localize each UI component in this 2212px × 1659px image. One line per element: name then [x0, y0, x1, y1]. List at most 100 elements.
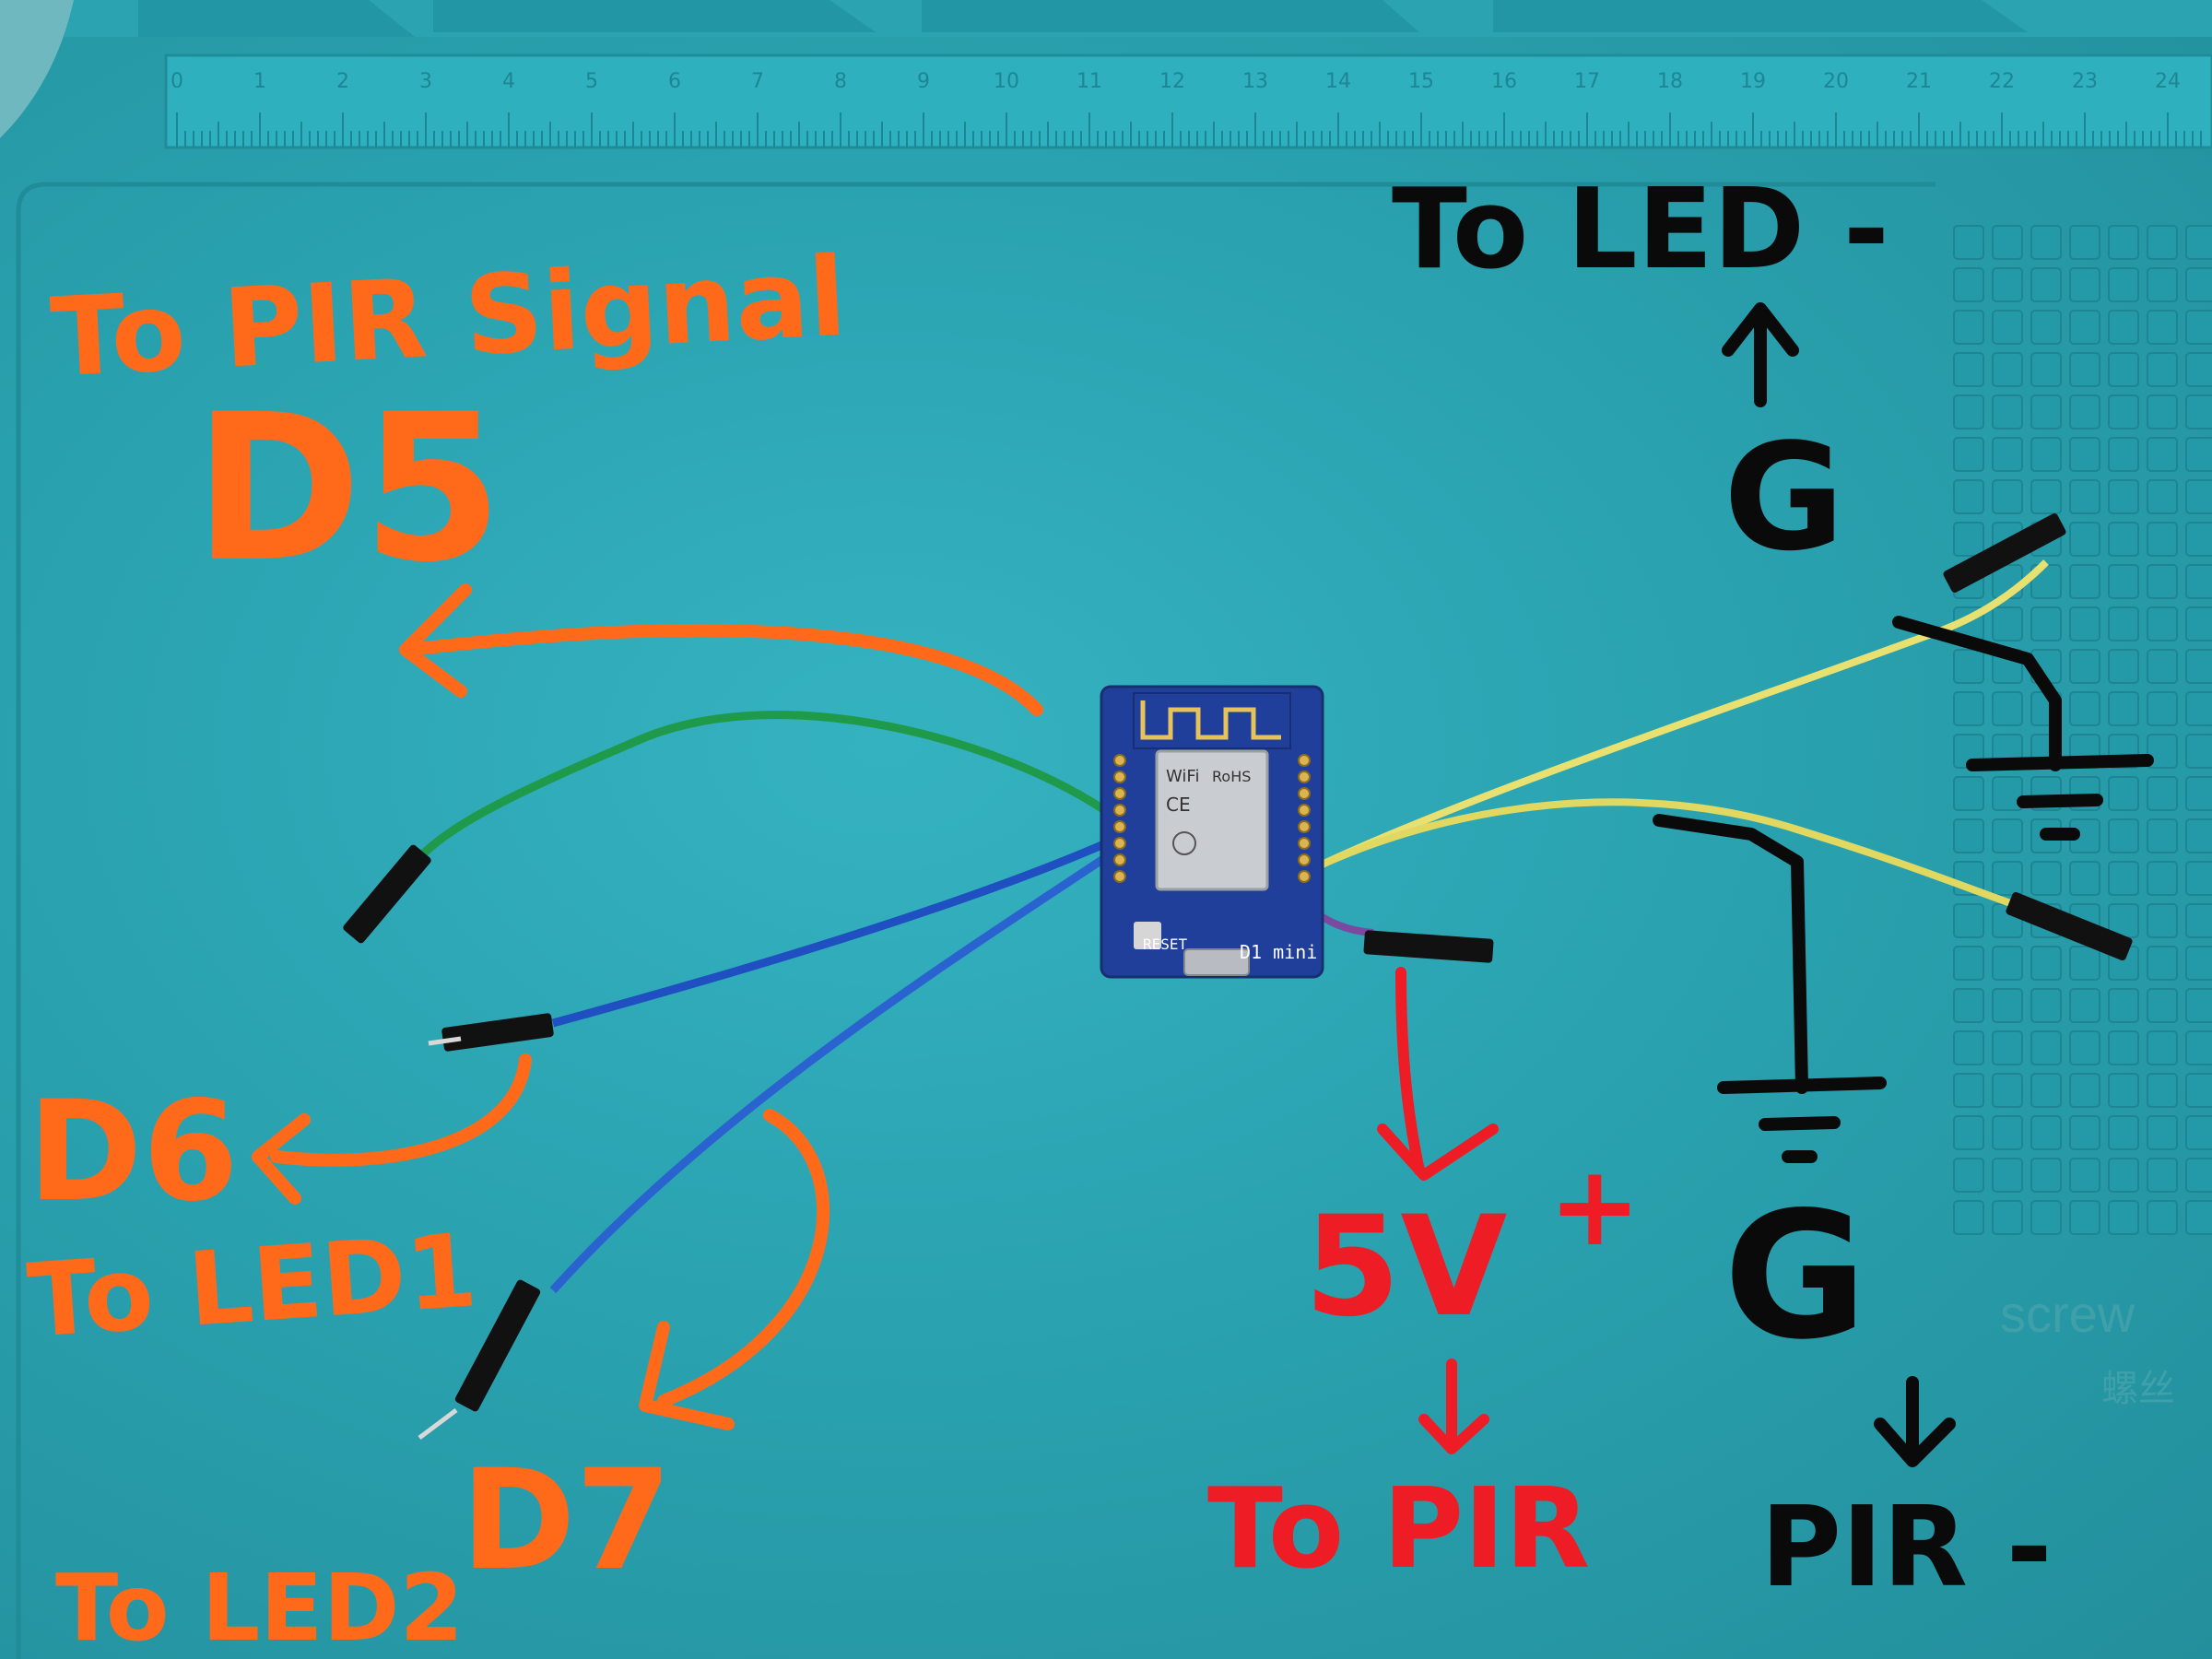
ruler-label: 24: [2155, 70, 2181, 93]
grid-cell: [2147, 1115, 2178, 1150]
grid-cell: [1992, 1030, 2023, 1065]
grid-cell: [2069, 861, 2100, 896]
grid-cell: [2185, 606, 2212, 641]
grid-cell: [1992, 946, 2023, 981]
module-wifi-label: WiFi: [1166, 767, 1199, 786]
grid-cell: [2185, 310, 2212, 345]
arrow-to-led-head: [1722, 302, 1799, 357]
reset-button: [1134, 922, 1161, 949]
ruler-label: 22: [1989, 70, 2015, 93]
grid-cell: [2147, 564, 2178, 599]
ruler-label: 23: [2072, 70, 2098, 93]
pin-left: [1113, 820, 1126, 833]
grid-cell: [2147, 1158, 2178, 1193]
screw-grid: [1953, 225, 2212, 1235]
grid-cell: [1953, 1115, 1984, 1150]
grid-cell: [2185, 564, 2212, 599]
ground-bar-4: [1717, 1077, 1887, 1094]
grid-cell: [1992, 1073, 2023, 1108]
grid-cell: [2185, 1030, 2212, 1065]
grid-cell: [2069, 1200, 2100, 1235]
grid-cell: [2069, 1030, 2100, 1065]
grid-cell: [2030, 861, 2062, 896]
grid-cell: [2185, 734, 2212, 769]
grid-cell: [2147, 352, 2178, 387]
grid-cell: [2108, 1073, 2139, 1108]
grid-cell: [2030, 225, 2062, 260]
pin-headers: [1113, 754, 1311, 883]
ruler-label: 7: [751, 70, 764, 93]
grid-cell: [2108, 1158, 2139, 1193]
grid-cell: [2030, 352, 2062, 387]
grid-cell: [2030, 437, 2062, 472]
board-name: D1 mini: [1240, 941, 1317, 963]
grid-cell: [2108, 1200, 2139, 1235]
ground-symbol-top: [1892, 616, 2062, 771]
grid-cell: [2147, 522, 2178, 557]
grid-cell: [2185, 522, 2212, 557]
yellow-wire-led: [1316, 559, 2049, 870]
pin-right: [1298, 837, 1311, 850]
label-pir-minus: PIR -: [1760, 1484, 2053, 1612]
ruler-label: 14: [1325, 70, 1351, 93]
pin-right: [1298, 820, 1311, 833]
connector-yellow-top: [1943, 513, 2066, 593]
ruler-label: 1: [253, 70, 266, 93]
blue-wire-d6: [551, 839, 1108, 1028]
arrow-5v: [1395, 967, 1425, 1176]
pin-left: [1113, 754, 1126, 767]
grid-cell: [2069, 606, 2100, 641]
grid-cell: [2108, 564, 2139, 599]
grid-cell: [1953, 267, 1984, 302]
grid-cell: [1992, 394, 2023, 429]
connector-yellow-bottom: [2006, 891, 2133, 961]
grid-cell: [2185, 225, 2212, 260]
arrow-d6: [270, 1053, 532, 1167]
grid-cell: [2108, 522, 2139, 557]
connector-green: [343, 844, 431, 944]
grid-cell: [2069, 946, 2100, 981]
arrow-d7: [657, 1109, 830, 1407]
grid-cell: [2147, 606, 2178, 641]
grid-cell: [1992, 861, 2023, 896]
grid-cell: [2185, 903, 2212, 938]
black-drawings: [1653, 302, 2154, 1467]
grid-cell: [2069, 1115, 2100, 1150]
grid-cell: [2108, 818, 2139, 853]
grid-cell: [2030, 267, 2062, 302]
grid-cell: [2185, 352, 2212, 387]
grid-cell: [1992, 691, 2023, 726]
d1-mini-board: WiFi RoHS CE RESET D1 mini: [1100, 685, 1324, 979]
grid-cell: [1953, 649, 1984, 684]
grid-cell: [2185, 437, 2212, 472]
espressif-logo: [1172, 831, 1196, 855]
ruler-label: 17: [1574, 70, 1600, 93]
grid-cell: [2069, 988, 2100, 1023]
mat-corner-cutout: [0, 0, 74, 138]
grid-cell: [1992, 437, 2023, 472]
mat-brand-subtext: 螺丝: [2101, 1368, 2175, 1410]
grid-cell: [1953, 1200, 1984, 1235]
grid-cell: [1992, 479, 2023, 514]
grid-cell: [2069, 225, 2100, 260]
label-to-led-minus: To LED -: [1392, 166, 1889, 294]
grid-cell: [2185, 649, 2212, 684]
grid-cell: [1953, 776, 1984, 811]
grid-cell: [2108, 861, 2139, 896]
grid-cell: [2030, 1115, 2062, 1150]
grid-cell: [1953, 818, 1984, 853]
grid-cell: [1953, 1030, 1984, 1065]
grid-cell: [2030, 1200, 2062, 1235]
grid-cell: [2147, 225, 2178, 260]
ruler-label: 21: [1906, 70, 1932, 93]
grid-cell: [1953, 225, 1984, 260]
grid-cell: [1953, 1158, 1984, 1193]
mat-brand-text: screw: [2000, 1285, 2136, 1343]
ruler-label: 2: [336, 70, 349, 93]
grid-cell: [2147, 691, 2178, 726]
ruler-label: 11: [1077, 70, 1102, 93]
grid-cell: [2030, 310, 2062, 345]
grid-cell: [2185, 818, 2212, 853]
